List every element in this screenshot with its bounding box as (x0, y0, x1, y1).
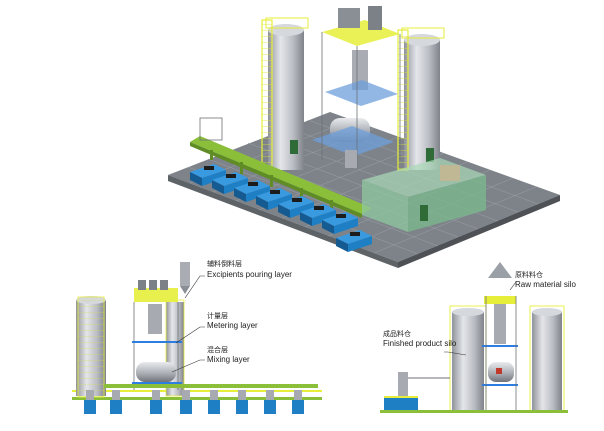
elev-raw-silo (529, 305, 565, 413)
label-finished-cn: 成品料仓 (383, 329, 411, 338)
elev-feeder (110, 390, 122, 414)
iso-conveyor (190, 117, 372, 218)
iso-feeder (336, 230, 372, 252)
elev-feeder (264, 390, 276, 414)
label-excipients-en: Excipients pouring layer (207, 270, 292, 279)
iso-feeder (300, 204, 336, 226)
elev-leader-lines (171, 275, 205, 373)
elev-feeder (150, 390, 162, 414)
elev-feeder (84, 390, 96, 414)
elev-feeder (180, 390, 192, 414)
label-metering-en: Metering layer (207, 321, 258, 330)
floor-slab-edge-right (398, 195, 560, 268)
iso-feeder (322, 212, 358, 234)
iso-feeder (256, 188, 292, 210)
elev-feeder (236, 390, 248, 414)
iso-feeder (190, 164, 226, 186)
iso-silo-left (261, 17, 309, 171)
front-elevation-view: 辅料倒料层 Excipients pouring layer 计量层 Meter… (72, 259, 322, 414)
elev-central-tower (132, 262, 190, 390)
elev-finished-silo (449, 305, 487, 413)
elev-side-tower (482, 262, 518, 412)
iso-central-tower (312, 6, 401, 170)
elev-feeders (84, 390, 304, 414)
iso-feeder (278, 196, 314, 218)
iso-enclosure (362, 158, 486, 232)
iso-feeder (212, 172, 248, 194)
label-raw-cn: 原料料仓 (515, 270, 543, 279)
elev-conveyor (104, 384, 318, 388)
label-excipients-cn: 辅料倒料层 (207, 259, 242, 268)
elev-packaging-unit (384, 372, 450, 410)
iso-silo-right (397, 27, 445, 171)
side-elevation-view: 原料料仓 Raw material silo 成品料仓 Finished pro… (380, 262, 576, 413)
label-mixing-cn: 混合层 (207, 345, 228, 354)
isometric-plant-view (168, 6, 560, 268)
elev-feeder (208, 390, 220, 414)
iso-feeder (234, 180, 270, 202)
label-finished-en: Finished product silo (383, 339, 457, 348)
side-leader-lines (444, 281, 517, 356)
label-mixing-en: Mixing layer (207, 355, 250, 364)
iso-feeder-row (190, 164, 372, 252)
label-metering-cn: 计量层 (207, 311, 228, 320)
elev-feeder (292, 390, 304, 414)
label-raw-en: Raw material silo (515, 280, 576, 289)
elev-silo-left (76, 296, 106, 398)
